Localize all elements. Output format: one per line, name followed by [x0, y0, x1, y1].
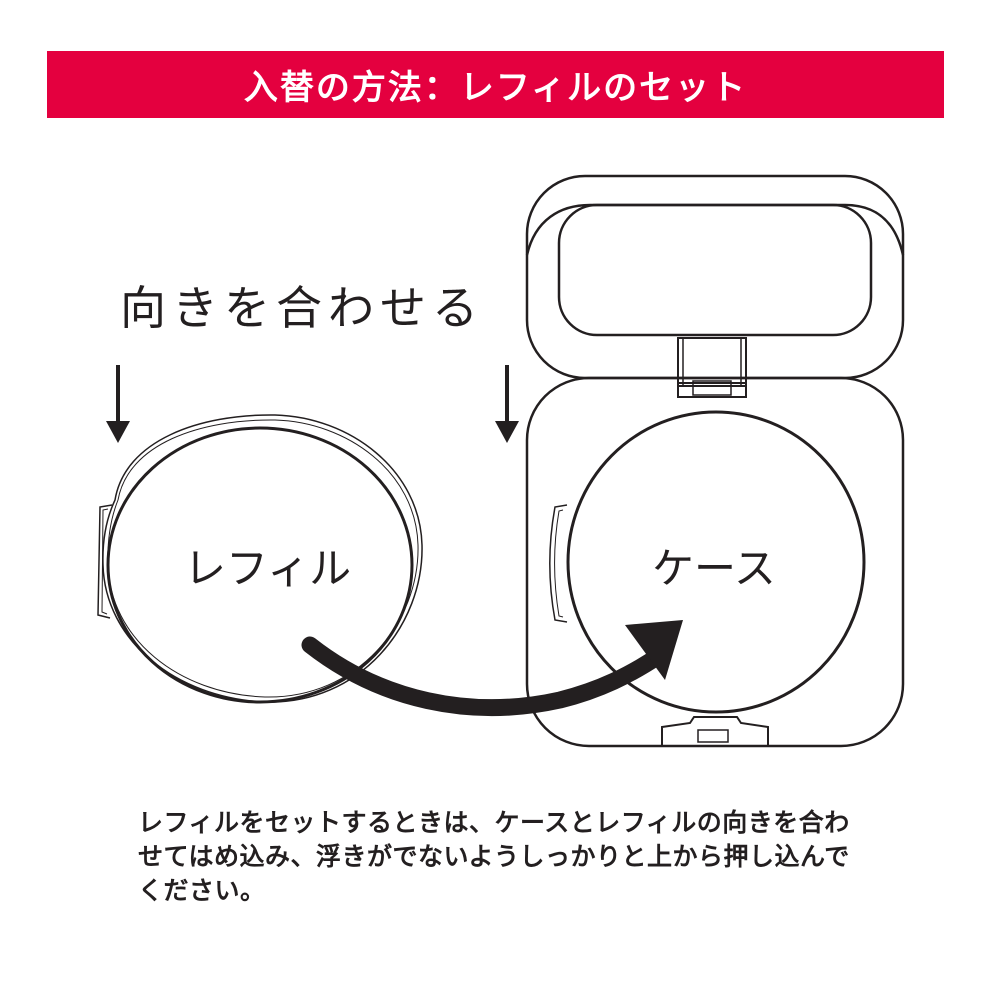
case-drawing — [525, 174, 905, 748]
instruction-text: レフィルをセットするときは、ケースとレフィルの向きを合わせてはめ込み、浮きがでな… — [138, 808, 850, 905]
down-arrow-icon — [495, 365, 519, 443]
down-arrow-icon — [106, 365, 130, 443]
title-banner: 入替の方法：レフィルのセット — [47, 51, 944, 118]
case-label: ケース — [652, 544, 776, 593]
curved-arrow-icon — [301, 620, 683, 717]
refill-label: レフィル — [184, 544, 352, 593]
refill-drawing — [97, 414, 423, 704]
align-orientation-heading: 向きを合わせる — [120, 281, 484, 335]
banner-title: 入替の方法：レフィルのセット — [243, 68, 748, 108]
